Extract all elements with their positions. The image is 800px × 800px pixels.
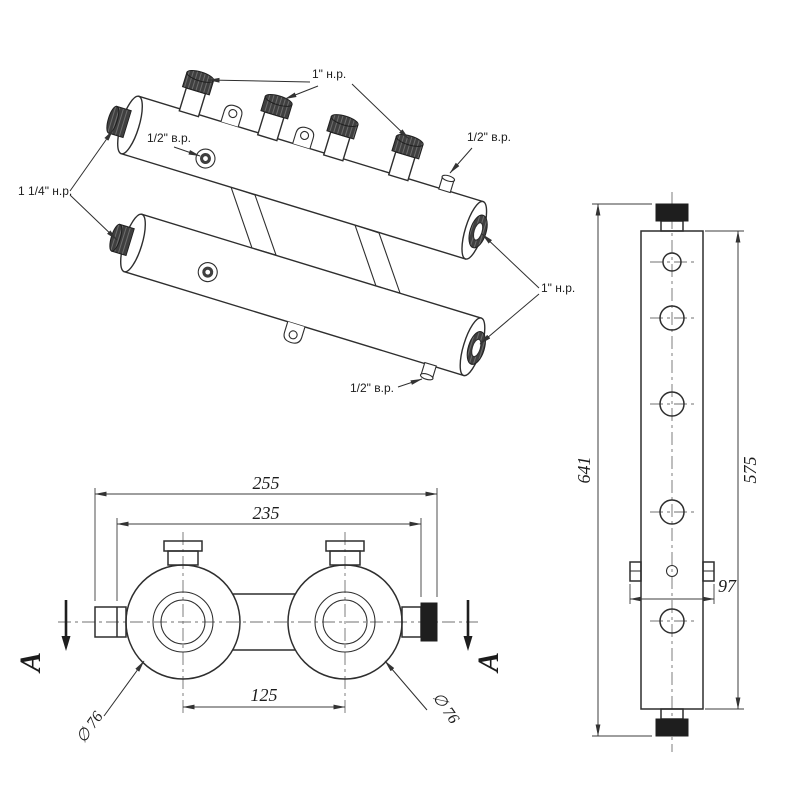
leader-line <box>351 83 410 140</box>
small-stub-top <box>419 373 434 381</box>
side-port <box>659 391 685 417</box>
left-tube-bore-inner <box>160 599 206 645</box>
right-tube-bore-outer <box>314 591 376 653</box>
callout-bottom-port: 1/2" в.р. <box>350 381 394 395</box>
left-tube-outline <box>125 564 241 680</box>
dim-body-height: 575 <box>740 457 760 484</box>
side-port <box>662 252 682 272</box>
dim-overall-width: 255 <box>253 473 280 493</box>
lug-hole <box>288 330 298 340</box>
left-tube-bore-outer <box>152 591 214 653</box>
side-body <box>640 230 704 710</box>
front-view: 255 235 125 ∅ 76 ∅ 76 A A <box>14 473 505 746</box>
dim-overall-height: 641 <box>574 457 594 484</box>
leader-line <box>69 194 118 241</box>
right-end-port-bore <box>472 222 484 241</box>
leader-line <box>397 378 423 388</box>
leader-line <box>449 147 473 174</box>
dim-left-tube-diameter: ∅ 76 <box>73 709 106 747</box>
right-top-stub-cap <box>325 540 365 552</box>
side-view: 641 575 97 <box>574 192 760 752</box>
right-thread-block <box>420 602 438 642</box>
dim-bracket-span: 97 <box>718 576 737 596</box>
lug-hole <box>300 130 310 141</box>
lug-hole <box>228 109 238 119</box>
port-cap-top <box>264 93 293 107</box>
leader-line <box>173 146 201 157</box>
dim-port-center-distance: 125 <box>251 685 278 705</box>
port-cap-top <box>330 114 359 128</box>
callout-right-side-port: 1/2" в.р. <box>467 130 511 144</box>
leader-line <box>481 233 540 289</box>
small-side-port <box>665 564 679 578</box>
callout-top-ports: 1" н.р. <box>312 67 346 81</box>
callout-right-ends: 1" н.р. <box>541 281 575 295</box>
dim-right-tube-diameter: ∅ 76 <box>429 690 462 728</box>
top-thread-cap <box>655 203 689 222</box>
side-port <box>659 305 685 331</box>
right-tube-outline <box>287 564 403 680</box>
front-port-bore <box>203 156 208 161</box>
leader-line <box>384 660 428 711</box>
callout-upper-front-port: 1/2" в.р. <box>147 131 191 145</box>
section-label-left: A <box>14 652 47 674</box>
small-stub-top <box>441 174 456 183</box>
right-tube-bore-inner <box>322 599 368 645</box>
callout-left-ends: 1 1/4" н.р. <box>18 184 72 198</box>
leader-line <box>69 129 114 192</box>
leader-line <box>479 293 540 345</box>
section-arrowhead-left <box>61 636 71 651</box>
section-arrowhead-right <box>463 636 473 651</box>
side-port <box>659 499 685 525</box>
right-end-port-bore <box>471 338 482 358</box>
iso-view: 1" н.р. 1/2" в.р. 1/2" в.р. 1 1/4" н.р. … <box>18 67 575 395</box>
front-port-bore <box>205 269 211 275</box>
left-top-stub-cap <box>163 540 203 552</box>
bottom-thread-cap <box>655 718 689 737</box>
side-port <box>659 608 685 634</box>
section-label-right: A <box>472 652 505 674</box>
leader-line <box>284 85 319 100</box>
dim-shoulder-width: 235 <box>253 503 280 523</box>
upper-tube <box>106 69 488 260</box>
leader-line <box>103 660 145 717</box>
leader-line <box>207 77 311 83</box>
